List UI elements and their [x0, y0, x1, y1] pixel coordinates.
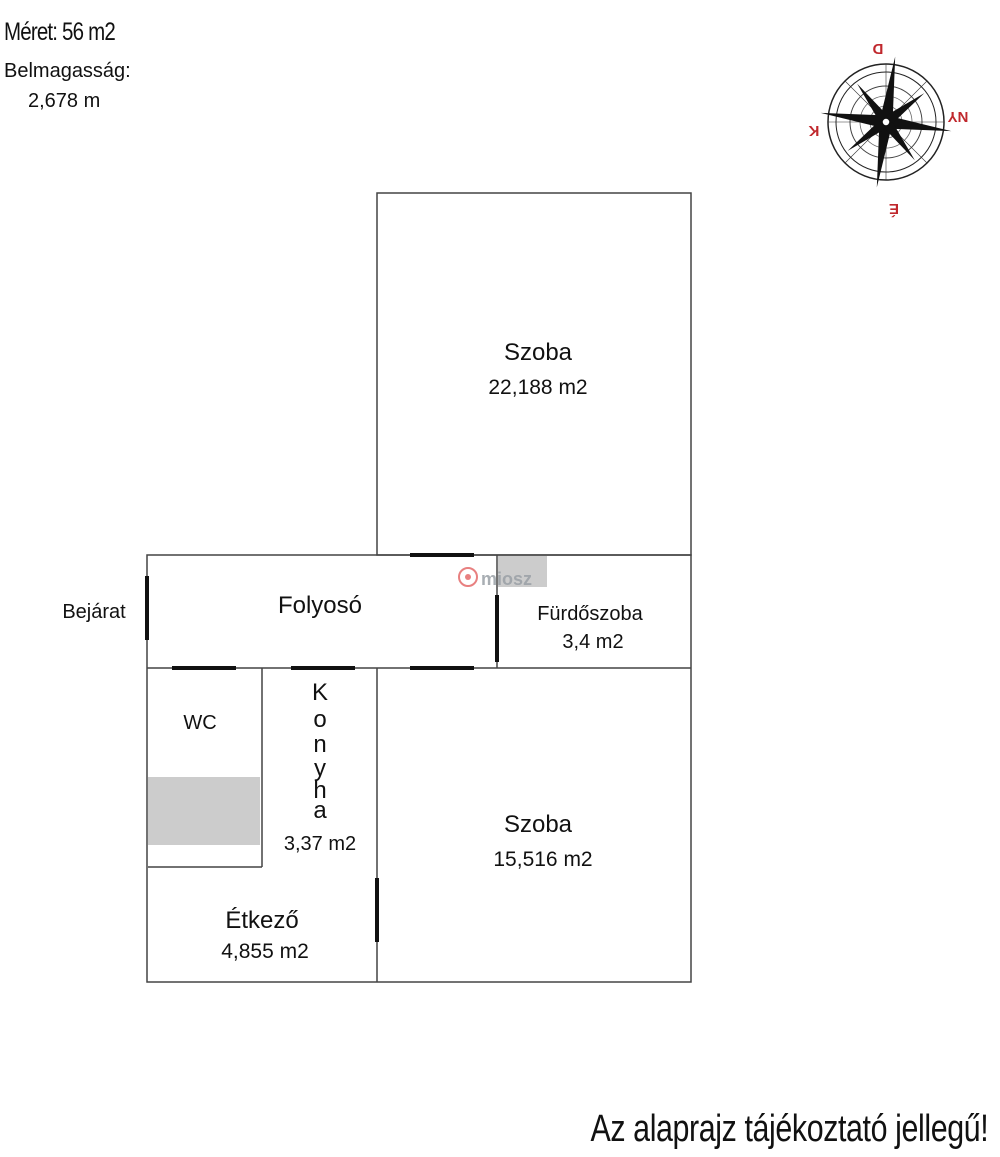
- room-small-name: Szoba: [504, 811, 573, 838]
- room-large-area: 22,188 m2: [488, 376, 587, 399]
- kitchen-letter: h: [313, 777, 326, 804]
- bathroom-name: Fürdőszoba: [537, 603, 643, 625]
- kitchen-letter: K: [312, 679, 328, 706]
- kitchen-letter: a: [313, 797, 327, 824]
- compass-west: K: [808, 122, 819, 139]
- dining-area: 4,855 m2: [221, 940, 309, 963]
- ceiling-height-label: Belmagasság:: [4, 60, 131, 82]
- bathroom-area: 3,4 m2: [562, 631, 623, 653]
- size-label: Méret: 56 m2: [4, 18, 116, 46]
- kitchen-letter: n: [313, 731, 326, 758]
- room-large-name: Szoba: [504, 339, 573, 366]
- kitchen-area: 3,37 m2: [284, 833, 356, 855]
- doors: [145, 553, 499, 942]
- wc-fixture: [148, 777, 260, 845]
- bathroom-fixture: [498, 556, 547, 587]
- room-small-area: 15,516 m2: [493, 848, 592, 871]
- compass-east: NY: [948, 108, 969, 125]
- walls: [146, 192, 692, 983]
- watermark-text: miosz: [481, 569, 532, 589]
- dining-name: Étkező: [225, 907, 298, 934]
- ceiling-height-value: 2,678 m: [28, 90, 101, 112]
- kitchen-letter: y: [314, 755, 326, 782]
- compass-south: É: [889, 200, 899, 217]
- entrance-label: Bejárat: [62, 601, 126, 623]
- hallway-name: Folyosó: [278, 592, 362, 619]
- watermark-logo-icon: miosz: [458, 567, 532, 589]
- kitchen-letter: o: [313, 706, 326, 733]
- kitchen-name: K o n y h a: [312, 679, 328, 824]
- compass-north: D: [872, 40, 883, 57]
- wc-name: WC: [183, 712, 216, 734]
- disclaimer-text: Az alaprajz tájékoztató jellegű!: [590, 1108, 988, 1150]
- compass-rose-icon: D NY K É: [808, 40, 969, 217]
